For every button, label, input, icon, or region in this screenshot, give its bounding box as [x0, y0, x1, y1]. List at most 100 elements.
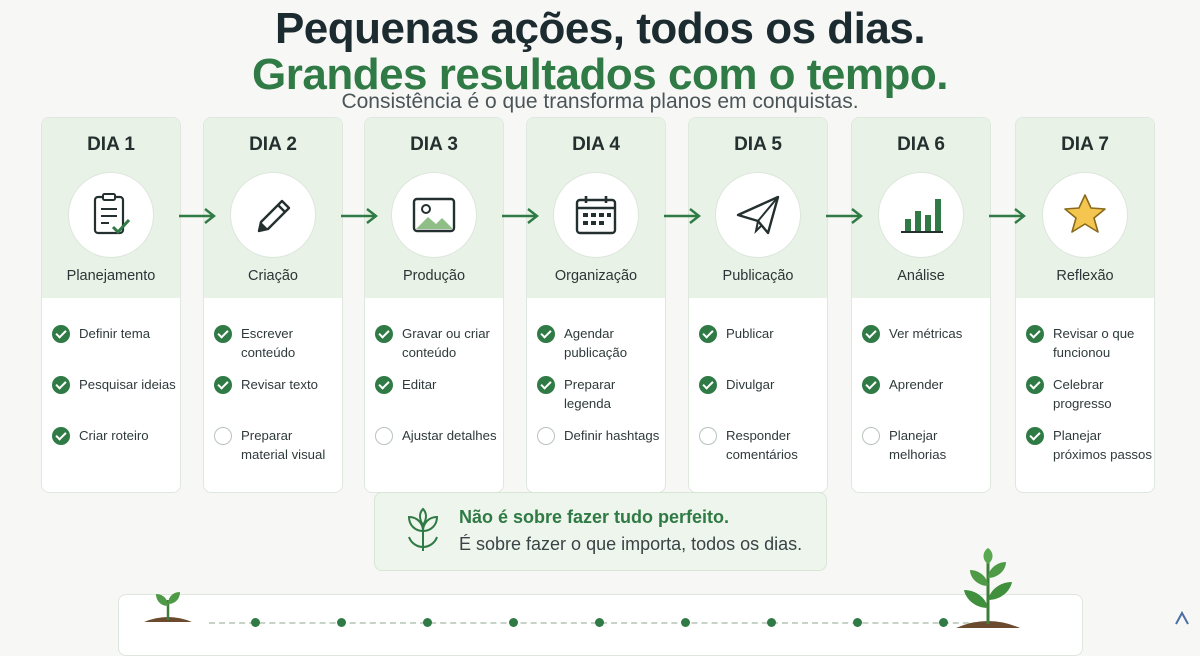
check-done-icon[interactable]: [699, 325, 717, 343]
check-empty-icon[interactable]: [537, 427, 555, 445]
timeline-milestone-dot: [423, 618, 432, 627]
day-icon-circle: [553, 172, 639, 258]
day-icon-circle: [1042, 172, 1128, 258]
day-icon-circle: [230, 172, 316, 258]
task-item: Ajustar detalhes: [375, 427, 501, 445]
check-empty-icon[interactable]: [862, 427, 880, 445]
task-text: Planejar melhorias: [889, 428, 947, 462]
task-item: Planejar próximos passos: [1026, 427, 1152, 464]
task-text: Publicar: [726, 326, 774, 341]
caret-up-icon: [1175, 610, 1189, 625]
task-item: Aprender: [862, 376, 988, 394]
check-done-icon[interactable]: [214, 325, 232, 343]
timeline-milestone-dot: [251, 618, 260, 627]
timeline-milestone-dot: [767, 618, 776, 627]
day-label: DIA 5: [734, 134, 782, 155]
check-done-icon[interactable]: [1026, 376, 1044, 394]
check-done-icon[interactable]: [214, 376, 232, 394]
task-item: Responder comentários: [699, 427, 825, 464]
task-text: Preparar legenda: [564, 377, 616, 411]
day-icon-circle: [68, 172, 154, 258]
task-item: Criar roteiro: [52, 427, 178, 445]
task-text: Pesquisar ideias: [79, 377, 176, 392]
task-text: Divulgar: [726, 377, 775, 392]
task-text: Criar roteiro: [79, 428, 149, 443]
check-done-icon[interactable]: [1026, 427, 1044, 445]
day-label: DIA 6: [897, 134, 945, 155]
small-sprout-icon: [144, 592, 192, 622]
check-done-icon[interactable]: [699, 376, 717, 394]
task-item: Definir hashtags: [537, 427, 663, 445]
task-item: Celebrar progresso: [1026, 376, 1152, 413]
task-item: Divulgar: [699, 376, 825, 394]
arrow-right-icon: [664, 208, 701, 224]
timeline-milestone-dot: [509, 618, 518, 627]
check-done-icon[interactable]: [1026, 325, 1044, 343]
task-item: Ver métricas: [862, 325, 988, 343]
day-icon-circle: [715, 172, 801, 258]
arrow-right-icon: [989, 208, 1026, 224]
check-done-icon[interactable]: [52, 427, 70, 445]
page-title-line-2: Grandes resultados com o tempo.: [252, 50, 949, 99]
task-text: Editar: [402, 377, 437, 392]
task-item: Preparar legenda: [537, 376, 663, 413]
calendar-icon: [575, 196, 617, 235]
check-done-icon[interactable]: [375, 325, 393, 343]
check-done-icon[interactable]: [537, 376, 555, 394]
task-text: Definir tema: [79, 326, 151, 341]
check-empty-icon[interactable]: [214, 427, 232, 445]
bar-chart-icon: [901, 199, 943, 233]
check-empty-icon[interactable]: [375, 427, 393, 445]
sprout-icon: [407, 507, 439, 551]
day-title: Reflexão: [1056, 268, 1114, 284]
day-label: DIA 7: [1061, 134, 1109, 155]
task-item: Definir tema: [52, 325, 178, 343]
day-icon-circle: [878, 172, 964, 258]
check-done-icon[interactable]: [537, 325, 555, 343]
task-text: Revisar texto: [241, 377, 318, 392]
day-label: DIA 1: [87, 134, 135, 155]
timeline-line: [209, 622, 999, 624]
task-item: Agendar publicação: [537, 325, 663, 362]
page-title-line-1: Pequenas ações, todos os dias.: [274, 4, 926, 53]
task-item: Revisar texto: [214, 376, 340, 394]
day-title: Organização: [554, 268, 638, 284]
task-text: Gravar ou criar conteúdo: [402, 326, 490, 360]
task-text: Definir hashtags: [564, 428, 660, 443]
banner-headline: Não é sobre fazer tudo perfeito.: [459, 507, 730, 527]
day-label: DIA 2: [249, 134, 297, 155]
task-item: Pesquisar ideias: [52, 376, 178, 394]
check-done-icon[interactable]: [862, 325, 880, 343]
day-icon-circle: [391, 172, 477, 258]
check-done-icon[interactable]: [862, 376, 880, 394]
arrow-right-icon: [502, 208, 539, 224]
check-done-icon[interactable]: [52, 376, 70, 394]
arrow-right-icon: [341, 208, 378, 224]
arrow-right-icon: [179, 208, 216, 224]
check-done-icon[interactable]: [375, 376, 393, 394]
task-item: Revisar o que funcionou: [1026, 325, 1152, 362]
day-title: Criação: [248, 268, 298, 284]
check-done-icon[interactable]: [52, 325, 70, 343]
timeline-milestone-dot: [595, 618, 604, 627]
task-text: Ajustar detalhes: [402, 428, 497, 443]
task-text: Revisar o que funcionou: [1053, 326, 1135, 360]
task-text: Planejar próximos passos: [1053, 428, 1152, 462]
timeline-milestone-dot: [939, 618, 948, 627]
task-text: Escrever conteúdo: [241, 326, 296, 360]
day-title: Produção: [402, 268, 466, 284]
task-text: Preparar material visual: [241, 428, 326, 462]
pencil-icon: [257, 199, 291, 233]
task-text: Responder comentários: [726, 428, 798, 462]
banner-text: É sobre fazer o que importa, todos os di…: [459, 534, 803, 554]
star-icon: [1064, 194, 1106, 233]
check-empty-icon[interactable]: [699, 427, 717, 445]
task-text: Celebrar progresso: [1053, 377, 1112, 411]
day-title: Análise: [897, 268, 945, 284]
page-subtitle: Consistência é o que transforma planos e…: [341, 90, 859, 113]
progress-timeline: [118, 594, 1083, 656]
